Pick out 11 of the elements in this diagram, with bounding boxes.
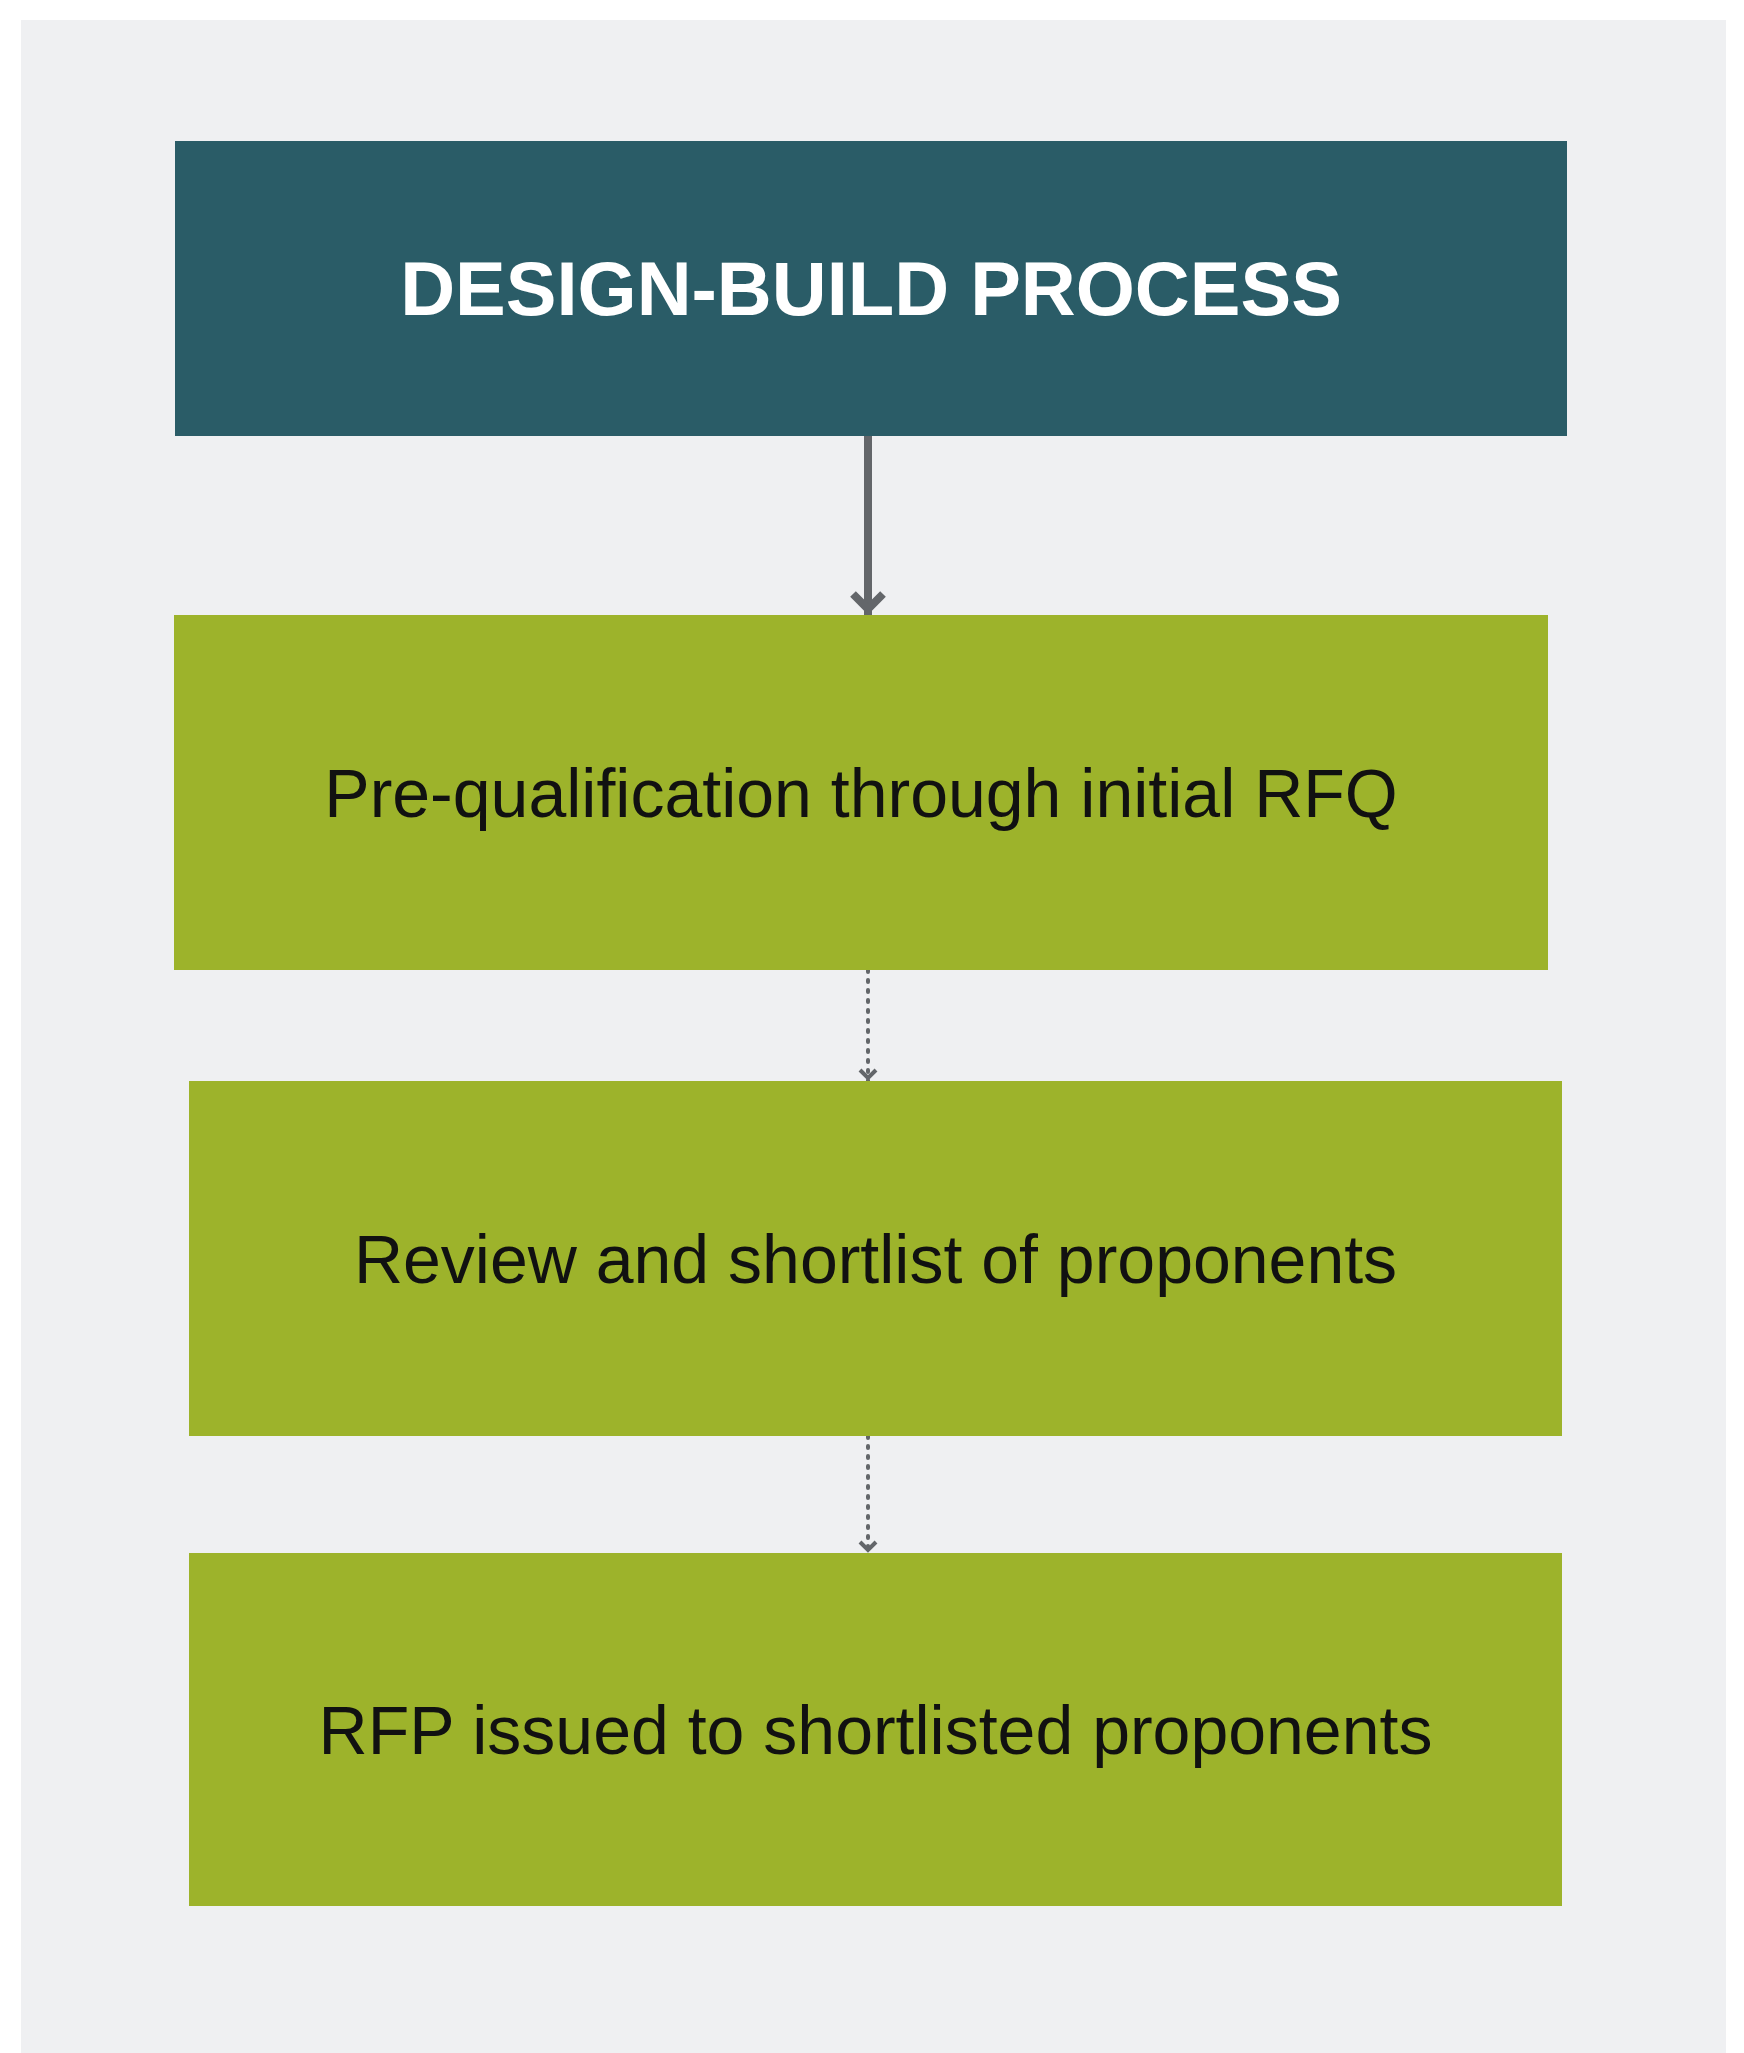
step-text: Pre-qualification through initial RFQ xyxy=(324,753,1398,832)
arrow xyxy=(858,968,878,1083)
process-box xyxy=(174,615,1548,970)
title-box xyxy=(175,141,1567,436)
process-box xyxy=(189,1553,1562,1906)
arrow xyxy=(849,436,887,615)
process-box xyxy=(189,1081,1562,1436)
arrow xyxy=(858,1434,878,1555)
step-text: RFP issued to shortlisted proponents xyxy=(318,1690,1433,1769)
title-text: DESIGN-BUILD PROCESS xyxy=(400,245,1342,332)
step-text: Review and shortlist of proponents xyxy=(353,1219,1398,1298)
